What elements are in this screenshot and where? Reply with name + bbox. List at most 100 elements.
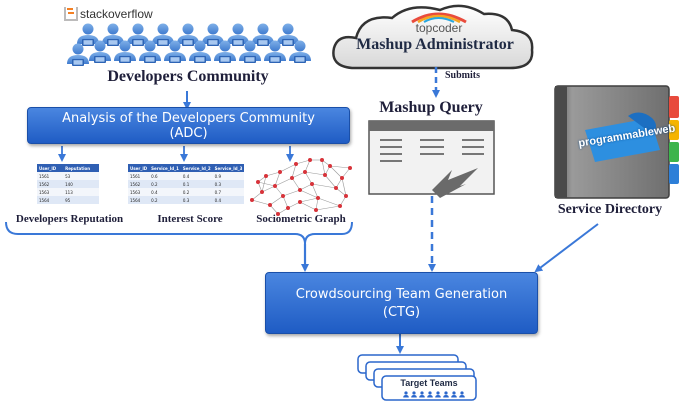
graph-edge — [291, 171, 306, 179]
graph-edge — [261, 175, 267, 193]
graph-edge — [329, 165, 351, 169]
graph-node — [260, 190, 264, 194]
graph-edge — [282, 189, 301, 197]
graph-node — [316, 196, 320, 200]
interest-cell: 0.9 — [212, 172, 245, 180]
graph-edge — [315, 197, 319, 211]
graph-edge — [251, 199, 271, 206]
graph-edge — [251, 191, 263, 201]
reputation-cell: 95 — [63, 196, 99, 204]
graph-edge — [291, 177, 301, 191]
interest-header-cell: Service_Id_3 — [212, 164, 245, 172]
stackoverflow-logo-icon — [64, 7, 78, 21]
graph-node — [328, 164, 332, 168]
adc-abbrev: (ADC) — [169, 126, 208, 141]
graph-edge — [269, 204, 279, 215]
arrow-service-to-ctg — [534, 223, 599, 273]
graph-edge — [329, 165, 343, 179]
ctg-box[interactable]: Crowdsourcing Team Generation (CTG) — [265, 272, 538, 334]
graph-node — [256, 180, 260, 184]
reputation-cell: 113 — [63, 188, 99, 196]
graph-node — [303, 170, 307, 174]
graph-edge — [274, 177, 293, 187]
mashup-query-label: Mashup Query — [379, 99, 483, 116]
topcoder-logo-text: topcoder — [415, 21, 463, 35]
graph-node — [298, 200, 302, 204]
service-directory-book-icon — [554, 85, 679, 199]
graph-edge — [304, 159, 311, 173]
graph-node — [250, 198, 254, 202]
graph-node — [308, 158, 312, 162]
service-directory-label: Service Directory — [557, 202, 663, 217]
reputation-cell: 1561 — [37, 172, 64, 180]
topcoder-logo-icon — [411, 12, 467, 24]
graph-edge — [265, 171, 281, 177]
reputation-cell: 1563 — [37, 188, 64, 196]
graph-node — [320, 158, 324, 162]
interest-cell: 1562 — [128, 180, 150, 188]
interest-cell: 0.1 — [180, 180, 213, 188]
interest-cell: 0.4 — [149, 188, 181, 196]
graph-edge — [299, 183, 313, 191]
interest-cell: 1563 — [128, 188, 150, 196]
developers-reputation-label: Developers Reputation — [15, 213, 124, 225]
graph-node — [298, 188, 302, 192]
sociometric-graph-network-icon — [250, 158, 352, 216]
graph-node — [340, 176, 344, 180]
interest-cell: 0.4 — [212, 196, 245, 204]
stackoverflow-logo-text: stackoverflow — [80, 7, 153, 21]
graph-edge — [279, 163, 297, 173]
graph-edge — [304, 171, 313, 185]
graph-edge — [299, 189, 319, 199]
graph-node — [264, 174, 268, 178]
graph-edge — [317, 197, 341, 207]
graph-edge — [274, 171, 281, 187]
interest-header-cell: Service_Id_2 — [180, 164, 213, 172]
reputation-cell: 140 — [63, 180, 99, 188]
reputation-cell: 1562 — [37, 180, 64, 188]
interest-cell: 1564 — [128, 196, 150, 204]
graph-node — [268, 203, 272, 207]
interest-cell: 0.2 — [180, 188, 213, 196]
adc-box[interactable]: Analysis of the Developers Community (AD… — [27, 107, 350, 144]
stackoverflow-logo: stackoverflow — [64, 6, 153, 22]
interest-cell: 0.2 — [149, 180, 181, 188]
interest-cell: 1561 — [128, 172, 150, 180]
interest-cell: 0.6 — [149, 172, 181, 180]
developers-crowd-icon — [67, 23, 311, 66]
graph-edge — [282, 195, 289, 209]
graph-edge — [287, 201, 301, 209]
cloud-shape — [332, 4, 534, 70]
graph-edge — [341, 167, 351, 179]
graph-node — [314, 208, 318, 212]
interest-cell: 0.7 — [212, 188, 245, 196]
graph-node — [334, 186, 338, 190]
interest-score-label: Interest Score — [157, 213, 223, 225]
reputation-cell: 1564 — [37, 196, 64, 204]
reputation-cell: 53 — [63, 172, 99, 180]
graph-edge — [321, 159, 326, 176]
graph-node — [281, 194, 285, 198]
graph-node — [323, 173, 327, 177]
developers-community-title: Developers Community — [107, 68, 269, 85]
graph-node — [290, 176, 294, 180]
interest-cell: 0.4 — [180, 172, 213, 180]
graph-node — [286, 206, 290, 210]
graph-edge — [274, 185, 284, 197]
graph-edge — [299, 197, 319, 203]
interest-cell: 0.3 — [212, 180, 245, 188]
graph-node — [294, 162, 298, 166]
ctg-title: Crowdsourcing Team Generation — [295, 287, 508, 302]
graph-edge — [295, 159, 311, 165]
target-teams-label: Target Teams — [400, 378, 458, 388]
graph-node — [348, 166, 352, 170]
graph-edge — [341, 177, 347, 197]
bracket — [5, 221, 353, 245]
